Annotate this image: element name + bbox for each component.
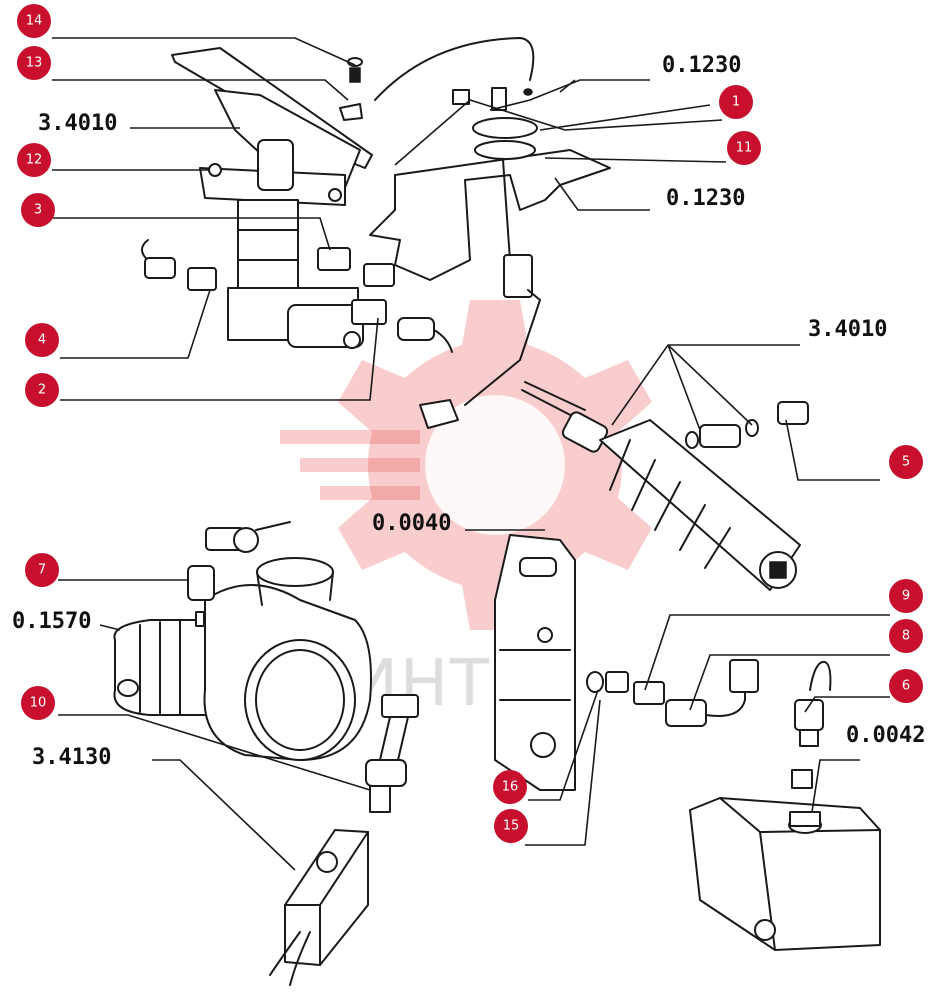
code-0-0042: 0.0042	[846, 723, 925, 748]
callout-6: 6	[889, 669, 923, 703]
callout-2: 2	[25, 373, 59, 407]
svg-text:9: 9	[902, 589, 910, 604]
svg-text:13: 13	[26, 56, 43, 71]
svg-text:8: 8	[902, 629, 910, 644]
svg-text:2: 2	[38, 383, 46, 398]
code-3-4130: 3.4130	[32, 745, 111, 770]
callout-10: 10	[21, 686, 55, 720]
callout-7: 7	[25, 553, 59, 587]
svg-text:14: 14	[26, 14, 43, 29]
callout-8: 8	[889, 619, 923, 653]
svg-text:16: 16	[502, 780, 519, 795]
callout-badges: 1 2 3 4 5 6 7 8 9 10 11 12 13 14 15 16	[17, 4, 923, 843]
brake-servo-cylinder	[521, 381, 809, 591]
part-codes: 3.4010 0.1230 0.1230 3.4010 0.0040 0.157…	[12, 53, 925, 770]
svg-text:12: 12	[26, 153, 43, 168]
callout-5: 5	[889, 445, 923, 479]
svg-text:4: 4	[38, 333, 46, 348]
code-3-4010-top: 3.4010	[38, 111, 117, 136]
code-0-1230-top: 0.1230	[662, 53, 741, 78]
control-module	[269, 829, 369, 986]
code-3-4010-right: 3.4010	[808, 317, 887, 342]
reservoir-tank	[689, 797, 881, 951]
pedal-assembly	[171, 37, 535, 349]
intake-housing	[113, 521, 372, 761]
leader-lines	[52, 37, 890, 871]
callout-15: 15	[494, 809, 528, 843]
pressure-switches-left	[141, 239, 453, 353]
callout-11: 11	[727, 131, 761, 165]
svg-text:10: 10	[30, 696, 47, 711]
svg-text:6: 6	[902, 679, 910, 694]
svg-text:15: 15	[503, 819, 520, 834]
harness-sensor-10	[365, 694, 419, 813]
callout-16: 16	[493, 770, 527, 804]
callout-12: 12	[17, 143, 51, 177]
svg-text:7: 7	[38, 563, 46, 578]
svg-text:11: 11	[736, 141, 753, 156]
svg-text:5: 5	[902, 455, 910, 470]
code-0-0040: 0.0040	[372, 511, 451, 536]
callout-3: 3	[21, 193, 55, 227]
code-0-1230-mid: 0.1230	[666, 186, 745, 211]
callout-4: 4	[25, 323, 59, 357]
callout-9: 9	[889, 579, 923, 613]
callout-13: 13	[17, 46, 51, 80]
svg-text:3: 3	[34, 203, 42, 218]
temperature-sender	[791, 660, 832, 789]
callout-1: 1	[719, 85, 753, 119]
gearbox-panel	[494, 534, 759, 791]
fuel-sender-assembly	[369, 87, 611, 429]
svg-text:1: 1	[732, 95, 740, 110]
callout-14: 14	[17, 4, 51, 38]
code-0-1570: 0.1570	[12, 609, 91, 634]
